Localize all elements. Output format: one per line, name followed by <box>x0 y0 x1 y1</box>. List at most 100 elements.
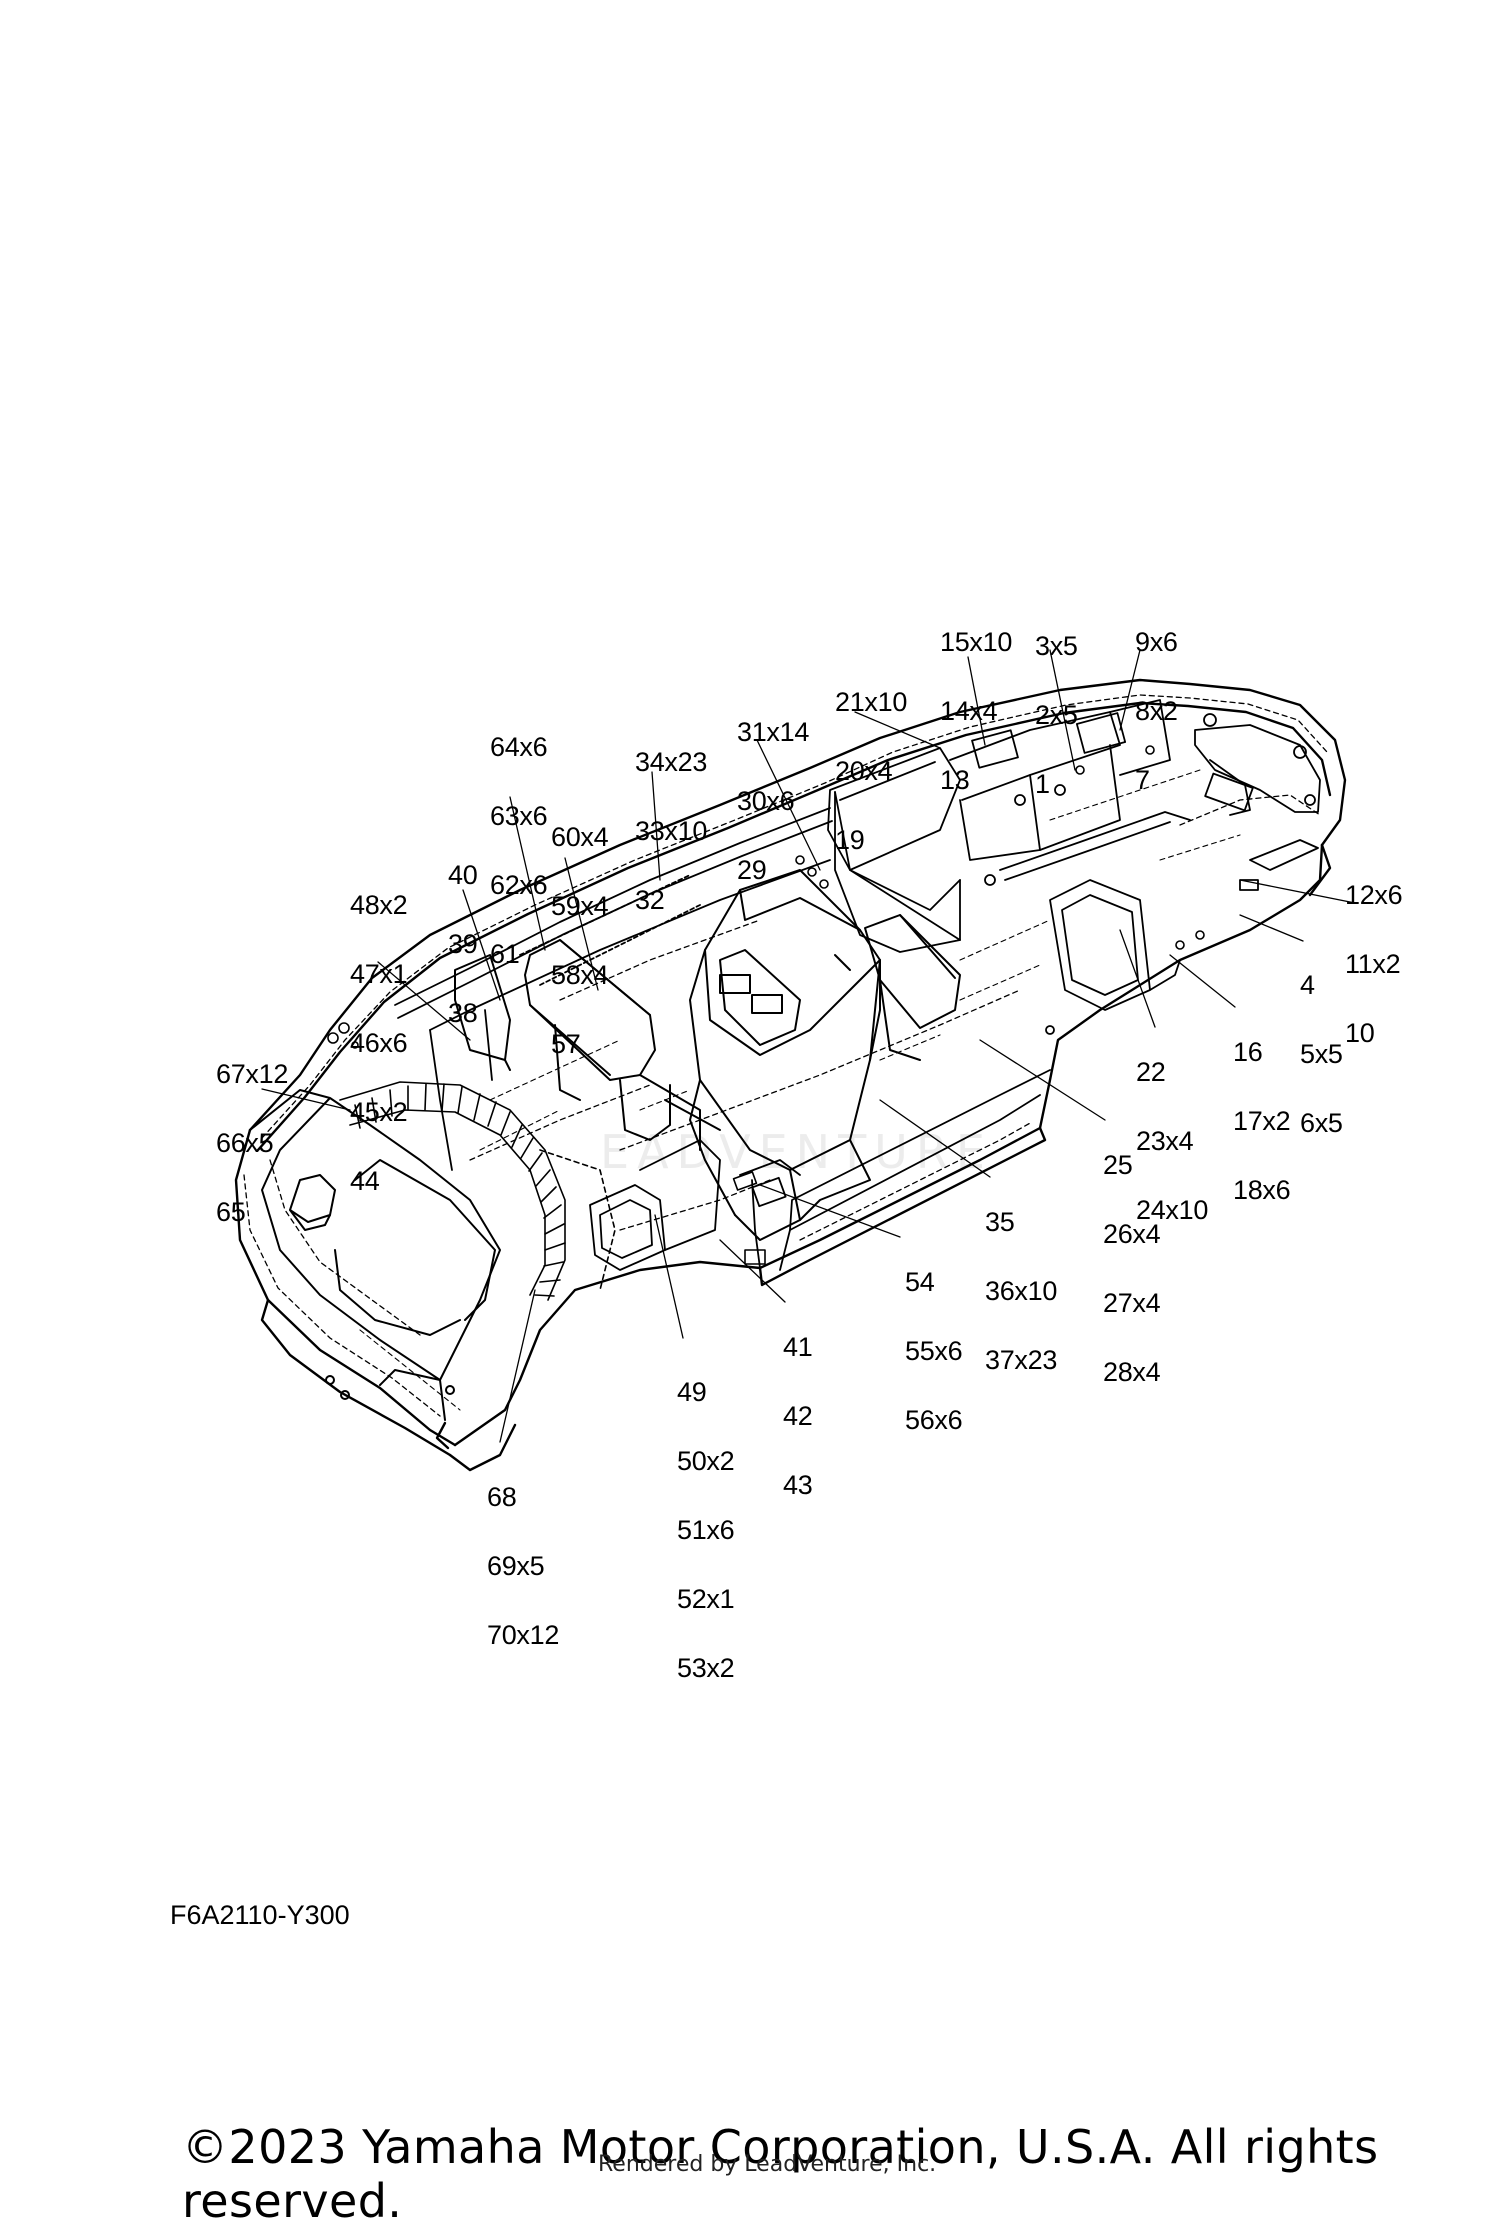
callout-line: 70x12 <box>487 1620 560 1650</box>
callout-line: 48x2 <box>350 890 408 920</box>
gunwale-rail <box>394 807 833 1019</box>
callout-line: 27x4 <box>1103 1288 1161 1318</box>
leader-lines <box>261 649 1356 1443</box>
callout-49-50-51-52-53: 49 50x2 51x6 52x1 53x2 <box>677 1335 735 1726</box>
callout-line: 65 <box>216 1197 246 1227</box>
deck-floor-lines <box>359 769 1241 1411</box>
callout-line: 6x5 <box>1300 1108 1343 1138</box>
drawing-code: F6A2110-Y300 <box>170 1900 350 1930</box>
callout-line: 63x6 <box>490 801 548 831</box>
callout-line: 28x4 <box>1103 1357 1161 1387</box>
callout-line: 53x2 <box>677 1653 735 1683</box>
boat-hull-illustration <box>234 649 1356 1472</box>
callout-line: 51x6 <box>677 1515 735 1545</box>
callout-21-20-19: 21x10 20x4 19 <box>835 645 907 898</box>
callout-line: 55x6 <box>905 1336 963 1366</box>
stern-step-grille <box>339 1081 616 1301</box>
callout-line: 36x10 <box>985 1276 1058 1306</box>
aft-seat-pad <box>454 954 511 1071</box>
callout-line: 25 <box>1103 1150 1133 1180</box>
callout-67-66-65: 67x12 66x5 65 <box>216 1017 288 1270</box>
callout-line: 56x6 <box>905 1405 963 1435</box>
callout-line: 33x10 <box>635 816 708 846</box>
callout-line: 18x6 <box>1233 1175 1291 1205</box>
callout-line: 22 <box>1136 1057 1166 1087</box>
callout-line: 68 <box>487 1482 517 1512</box>
callout-line: 2x5 <box>1035 700 1078 730</box>
callout-68-69-70: 68 69x5 70x12 <box>487 1440 559 1693</box>
callout-line: 16 <box>1233 1037 1263 1067</box>
callout-line: 62x6 <box>490 870 548 900</box>
callout-line: 1 <box>1035 769 1050 799</box>
callout-line: 30x6 <box>737 786 795 816</box>
callout-line: 9x6 <box>1135 627 1178 657</box>
callout-60-59-58-57: 60x4 59x4 58x4 57 <box>551 780 609 1102</box>
callout-line: 50x2 <box>677 1446 735 1476</box>
callout-line: 39 <box>448 929 478 959</box>
callout-35-36-37: 35 36x10 37x23 <box>985 1165 1057 1418</box>
callout-line: 8x2 <box>1135 696 1178 726</box>
callout-line: 44 <box>350 1166 380 1196</box>
callout-line: 64x6 <box>490 732 548 762</box>
callout-line: 24x10 <box>1136 1195 1209 1225</box>
callout-line: 59x4 <box>551 891 609 921</box>
callout-line: 57 <box>551 1029 581 1059</box>
callout-line: 3x5 <box>1035 631 1078 661</box>
callout-31-30-29: 31x14 30x6 29 <box>737 675 809 928</box>
callout-40-39-38: 40 39 38 <box>448 818 478 1071</box>
callout-line: 45x2 <box>350 1097 408 1127</box>
callout-line: 21x10 <box>835 687 908 717</box>
callout-line: 46x6 <box>350 1028 408 1058</box>
callout-line: 12x6 <box>1345 880 1403 910</box>
parts-diagram-canvas: EADVENTURE <box>170 585 1403 2228</box>
callout-line: 20x4 <box>835 756 893 786</box>
deck-fittings <box>327 745 1205 1265</box>
callout-line: 32 <box>635 885 665 915</box>
callout-line: 14x4 <box>940 696 998 726</box>
callout-line: 26x4 <box>1103 1219 1161 1249</box>
callout-line: 47x1 <box>350 959 408 989</box>
callout-4-5-6: 4 5x5 6x5 <box>1300 928 1343 1181</box>
callout-line: 19 <box>835 825 865 855</box>
callout-line: 69x5 <box>487 1551 545 1581</box>
callout-line: 13 <box>940 765 970 795</box>
callout-line: 58x4 <box>551 960 609 990</box>
bow-compartment <box>1194 713 1321 891</box>
callout-9-8-7: 9x6 8x2 7 <box>1135 585 1178 838</box>
helm-seat <box>864 914 961 1061</box>
callout-line: 17x2 <box>1233 1106 1291 1136</box>
stern-swim-platform <box>249 1089 501 1421</box>
callout-line: 40 <box>448 860 478 890</box>
callout-line: 38 <box>448 998 478 1028</box>
callout-64-63-62-61: 64x6 63x6 62x6 61 <box>490 690 548 1012</box>
rendered-by-credit: Rendered by LeadVenture, Inc. <box>598 2152 937 2177</box>
callout-16-17-18: 16 17x2 18x6 <box>1233 995 1291 1248</box>
callout-15-14-13: 15x10 14x4 13 <box>940 585 1012 838</box>
callout-line: 43 <box>783 1470 813 1500</box>
callout-line: 60x4 <box>551 822 609 852</box>
callout-line: 35 <box>985 1207 1015 1237</box>
aft-port-locker <box>589 1184 666 1271</box>
side-storage-panels <box>639 879 1181 1251</box>
callout-line: 67x12 <box>216 1059 289 1089</box>
side-walls <box>429 859 1051 1271</box>
callout-12-11-10: 12x6 11x2 10 <box>1345 838 1403 1091</box>
callout-41-42-43: 41 42 43 <box>783 1290 813 1543</box>
callout-line: 49 <box>677 1377 707 1407</box>
callout-25-26-27-28: 25 26x4 27x4 28x4 <box>1103 1108 1161 1430</box>
callout-line: 41 <box>783 1332 813 1362</box>
helm-console <box>689 869 881 1241</box>
callout-line: 37x23 <box>985 1345 1058 1375</box>
callout-line: 11x2 <box>1345 949 1401 979</box>
callout-line: 5x5 <box>1300 1039 1343 1069</box>
callout-line: 34x23 <box>635 747 708 777</box>
callout-22-23-24: 22 23x4 24x10 <box>1136 1015 1208 1268</box>
callout-line: 10 <box>1345 1018 1375 1048</box>
callout-line: 54 <box>905 1267 935 1297</box>
callout-3-2-1: 3x5 2x5 1 <box>1035 589 1078 842</box>
callout-48-47-46-45-44: 48x2 47x1 46x6 45x2 44 <box>350 848 408 1239</box>
callout-line: 52x1 <box>677 1584 735 1614</box>
callout-line: 15x10 <box>940 627 1013 657</box>
callout-line: 66x5 <box>216 1128 274 1158</box>
callout-line: 61 <box>490 939 520 969</box>
